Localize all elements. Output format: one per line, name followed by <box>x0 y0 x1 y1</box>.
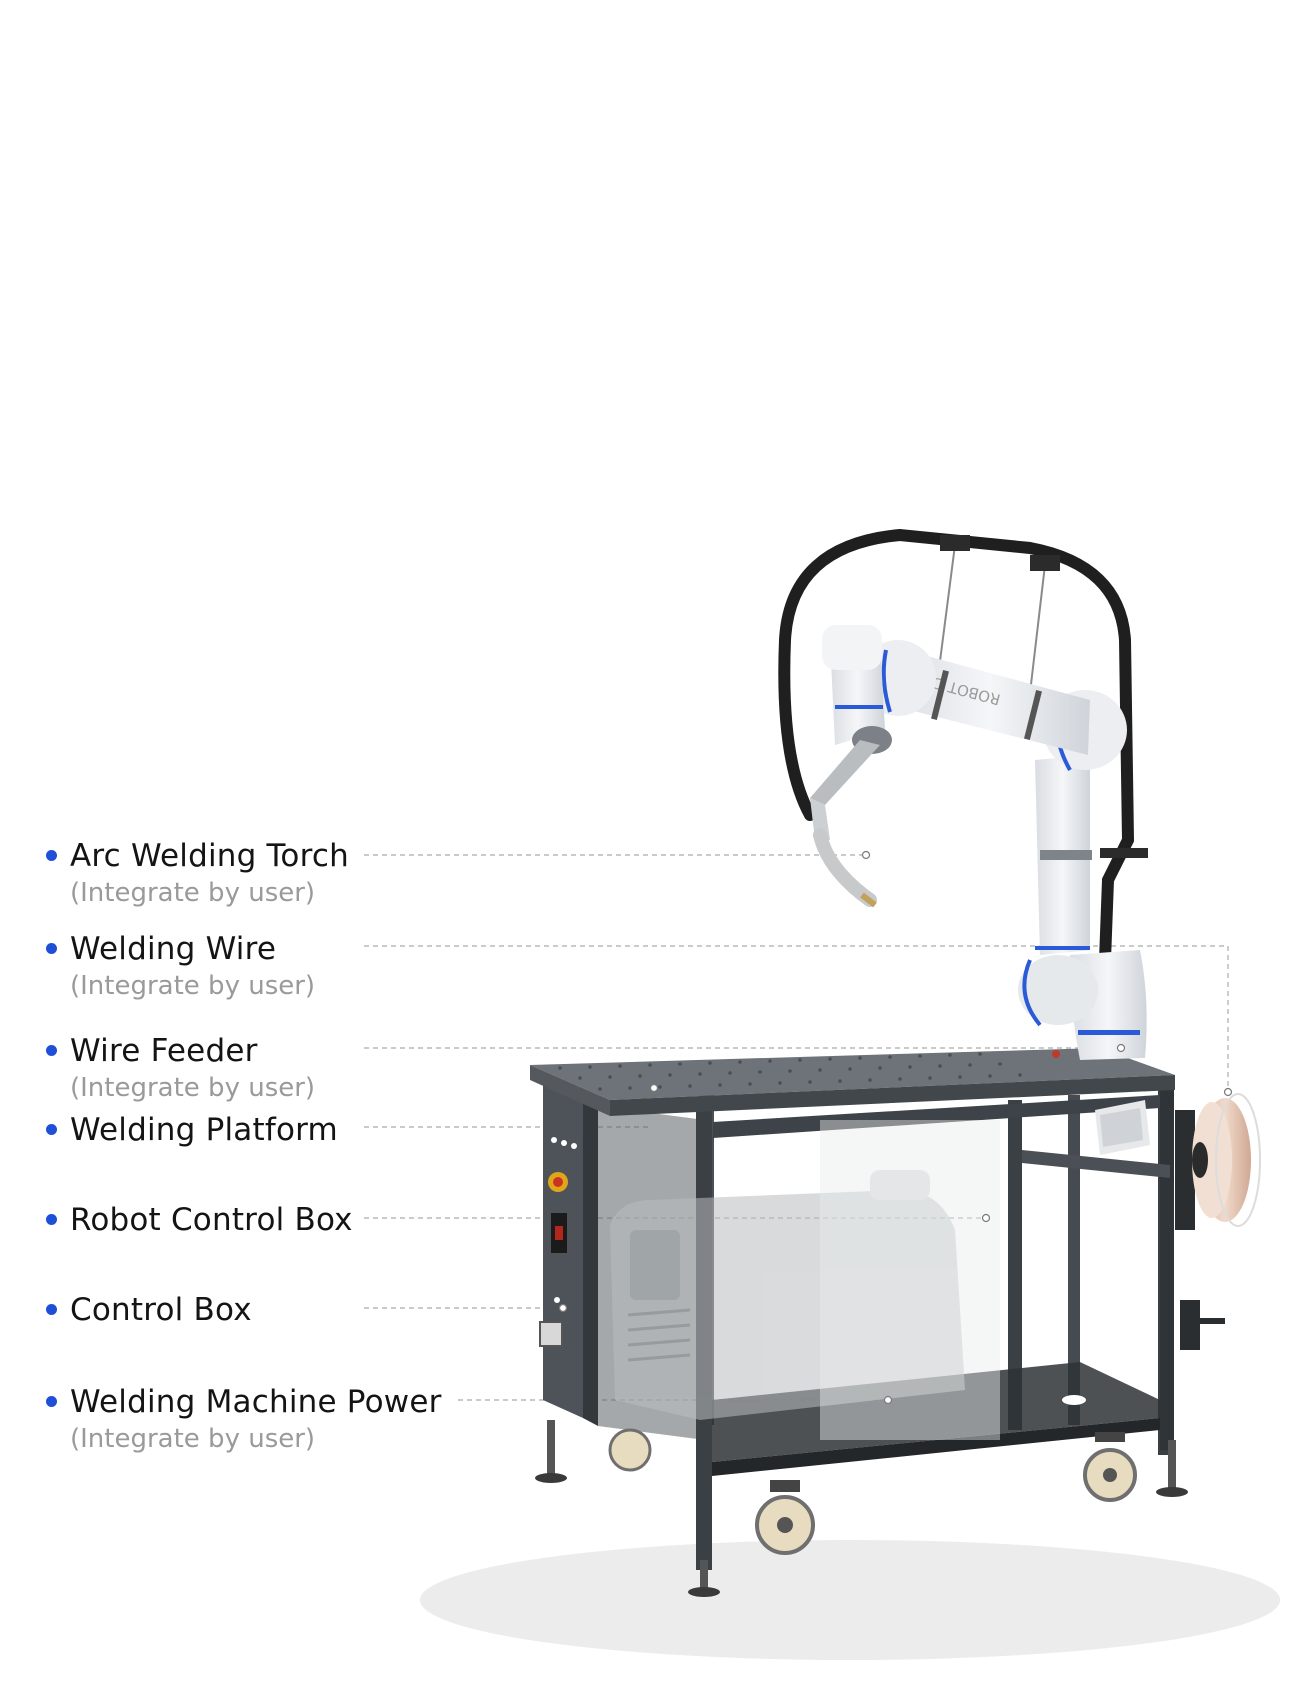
welding-wire-spool <box>1175 1093 1261 1350</box>
casters-and-feet <box>535 1420 1188 1597</box>
arc-welding-torch <box>813 828 877 907</box>
power-switch <box>539 1321 563 1347</box>
bottom-shelf <box>712 1362 1160 1462</box>
floor-shadow <box>420 1540 1280 1660</box>
robot-control-box-panel <box>539 1137 577 1347</box>
leader-endpoints <box>558 850 1233 1405</box>
wire-feeder <box>1095 1100 1150 1155</box>
cobot-arm: ROBOT CR10 <box>778 528 1148 1060</box>
welding-table-top <box>530 1048 1175 1116</box>
welding-machine-power-unit <box>610 1170 965 1420</box>
leader-line-wire <box>364 945 1229 1088</box>
torch-cable <box>778 528 1135 966</box>
